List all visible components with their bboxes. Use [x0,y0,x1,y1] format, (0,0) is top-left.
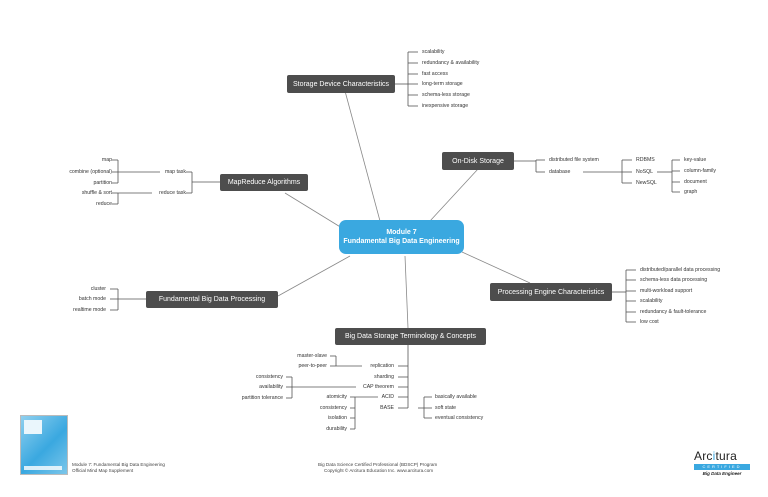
engine-leaf: redundancy & fault-tolerance [640,309,707,315]
engine-leaf: schema-less data processing [640,277,708,283]
terminology-leaf: sharding [374,374,394,380]
reduce-leaf: shuffle & sort [81,190,112,196]
cap-leaf: partition tolerance [241,395,283,401]
logo-word-b: i [712,449,716,463]
replication-leaf: master-slave [297,353,327,359]
logo-word-c: tura [715,449,737,463]
terminology-leaf: replication [370,363,394,369]
cap-leaf: consistency [255,374,283,380]
book-cover-thumbnail [20,415,68,475]
ondisk-leaf: distributed file system [549,157,599,163]
terminology-leaf: CAP theorem [362,384,394,390]
acid-leaf: consistency [319,405,347,411]
base-leaf: eventual consistency [435,415,484,421]
footer-center-line-1: Big Data Science Certified Professional … [318,462,438,467]
branch-terminology[interactable]: Big Data Storage Terminology & Concepts [335,328,486,345]
storage-leaf: inexpensive storage [422,103,469,109]
branch-storage-device[interactable]: Storage Device Characteristics [287,75,395,93]
nosql-leaf: graph [684,189,698,195]
arcitura-logo: Arcitura CERTIFIED Big Data Engineer [694,449,750,476]
center-line-2: Fundamental Big Data Engineering [343,238,460,245]
nosql-leaf: key-value [684,157,707,163]
branch-mapreduce[interactable]: MapReduce Algorithms [220,174,308,191]
acid-leaf: isolation [327,415,347,421]
cap-leaf: availability [259,384,283,390]
map-leaf: combine (optional) [69,169,112,175]
reduce-leaf: reduce [96,201,112,207]
fundamental-leaf: batch mode [78,296,106,302]
branch-on-disk-storage[interactable]: On-Disk Storage [442,152,514,170]
storage-leaf: scalability [422,49,445,55]
database-leaf: NewSQL [636,180,657,186]
storage-leaf: long-term storage [422,81,463,87]
storage-leaf: redundancy & availability [422,60,480,66]
engine-leaf: low cost [640,319,659,325]
footer-left-line-1: Module 7: Fundamental Big Data Engineeri… [72,462,165,467]
center-node[interactable]: Module 7 Fundamental Big Data Engineerin… [339,220,464,254]
terminology-leaf: ACID [381,394,394,400]
map-leaf: partition [93,180,112,186]
footer-center-line-2: Copyright © Arcitura Education Inc. www.… [324,468,434,473]
center-line-1: Module 7 [386,229,417,236]
fundamental-leaf: realtime mode [73,307,106,313]
storage-leaf: fast access [422,71,448,77]
nosql-leaf: column-family [684,168,716,174]
replication-leaf: peer-to-peer [298,363,327,369]
branch-processing-engine[interactable]: Processing Engine Characteristics [490,283,612,301]
reduce-task-label: reduce task [159,190,186,196]
ondisk-leaf: database [549,169,571,175]
logo-word-a: Arc [694,449,713,463]
database-leaf: NoSQL [636,169,654,175]
footer-left-line-2: Official Mind Map Supplement [72,468,134,473]
acid-leaf: durability [326,426,347,432]
base-leaf: basically available [435,394,477,400]
engine-leaf: distributed/parallel data processing [640,267,721,273]
nosql-leaf: document [684,179,707,185]
engine-leaf: scalability [640,298,663,304]
logo-tagline: Big Data Engineer [702,471,742,476]
database-leaf: RDBMS [636,157,655,163]
map-leaf: map [101,157,112,163]
terminology-leaf: BASE [380,405,394,411]
acid-leaf: atomicity [326,394,347,400]
logo-certified-strip: CERTIFIED [694,464,750,470]
map-task-label: map task [164,169,186,175]
engine-leaf: multi-workload support [640,288,693,294]
branch-fundamental-processing[interactable]: Fundamental Big Data Processing [146,291,278,308]
fundamental-leaf: cluster [90,286,106,292]
storage-leaf: schema-less storage [422,92,470,98]
base-leaf: soft state [435,405,457,411]
